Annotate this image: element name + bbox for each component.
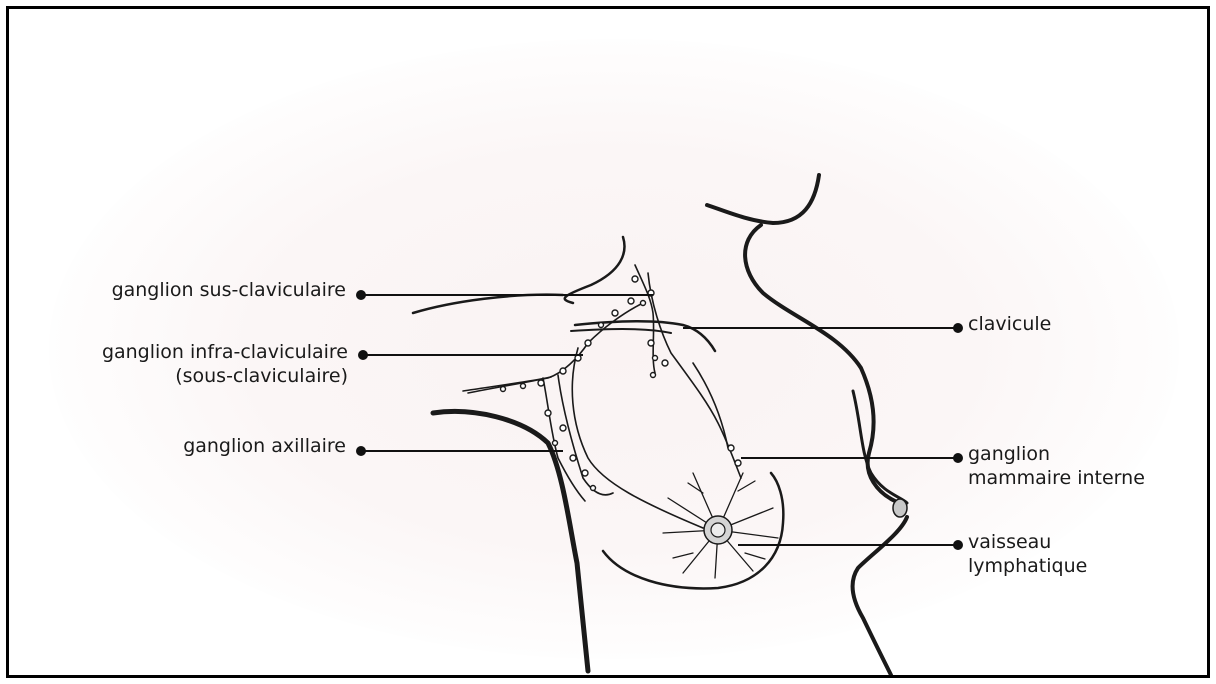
leader-dot-lymph-vessel (954, 541, 962, 549)
leader-dot-infraclavicular (359, 351, 367, 359)
leader-dot-internal-mammary (954, 454, 962, 462)
leader-dot-clavicle (954, 324, 962, 332)
nipple-right (893, 499, 907, 517)
shoulder-neck-line (565, 237, 625, 303)
label-axillary-node: ganglion axillaire (183, 434, 346, 458)
label-clavicle: clavicule (968, 312, 1051, 336)
label-supraclavicular-node: ganglion sus-claviculaire (112, 278, 346, 302)
shoulder-line (413, 295, 563, 313)
leader-dot-supraclavicular (357, 291, 365, 299)
neck-contour (707, 175, 819, 223)
breast-right-profile (853, 391, 907, 503)
leader-dot-axillary (357, 447, 365, 455)
nipple-left (711, 523, 725, 537)
clavicle-bone-lower (571, 329, 671, 333)
label-internal-mammary-node: ganglion mammaire interne (968, 442, 1145, 490)
label-infraclavicular-node: ganglion infra-claviculaire (sous-clavic… (102, 340, 348, 388)
breast-right-underside (853, 517, 907, 675)
torso-right-contour (745, 225, 895, 501)
leader-lines (357, 291, 962, 549)
label-lymph-vessel: vaisseau lymphatique (968, 530, 1087, 578)
